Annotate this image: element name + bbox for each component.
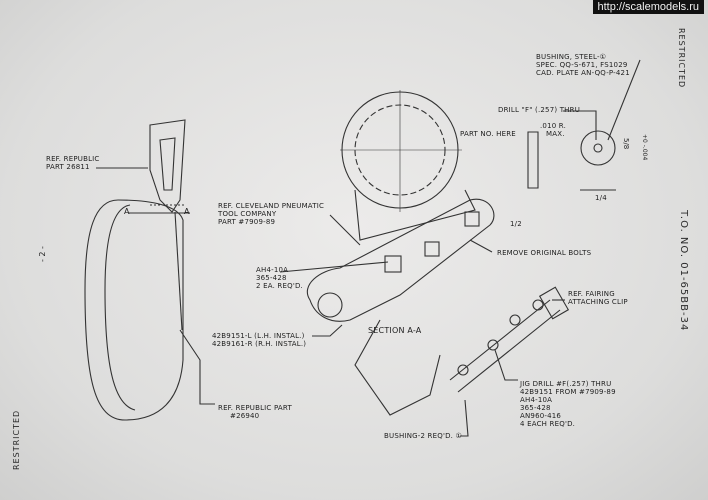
section-marker-left: A — [124, 207, 130, 216]
jig-drill-line6: 4 EACH REQ'D. — [520, 420, 576, 428]
leader-cleveland — [329, 214, 361, 246]
jig-drill-line5: AN960-416 — [520, 412, 562, 420]
clip-bolt-2 — [487, 339, 499, 351]
section-a-a-label: SECTION A-A — [368, 326, 422, 335]
bolt-3 — [464, 211, 480, 227]
strut-top — [149, 119, 186, 213]
clip-bolt-4 — [532, 299, 544, 311]
remove-original-bolts: REMOVE ORIGINAL BOLTS — [497, 249, 592, 257]
bushing-outer — [580, 130, 616, 166]
clip-bolt-1 — [457, 364, 469, 376]
page-number: - 2 - — [38, 246, 47, 262]
lower-bracket — [354, 319, 441, 416]
watermark: http://scalemodels.ru — [592, 0, 704, 14]
clip-plate — [538, 286, 570, 320]
bushing-spec-line3: CAD. PLATE AN-QQ-P-421 — [536, 69, 630, 77]
ref-republic-part-line1: REF. REPUBLIC — [46, 155, 100, 163]
bushing-spec-line2: SPEC. QQ-S-671, FS1029 — [536, 61, 628, 69]
bracket-hole — [317, 292, 343, 318]
leader-ah4 — [279, 261, 389, 273]
ah4-callout-line3: 2 EA. REQ'D. — [256, 282, 303, 290]
section-marker-right: A — [184, 207, 190, 216]
jig-drill-line1: JIG DRILL #F(.257) THRU — [520, 380, 612, 388]
jig-drill-line2: 42B9151 FROM #7909-89 — [520, 388, 616, 396]
radius-note-line2: MAX. — [546, 130, 565, 138]
leader-bushing — [460, 399, 469, 437]
leader-partno — [312, 324, 343, 337]
part-number-lh: 42B9151-L (L.H. INSTAL.) — [212, 332, 305, 340]
leader-republic2 — [179, 329, 215, 405]
dim-od-tolerance: +0 -.004 — [641, 134, 648, 161]
ref-fairing-line1: REF. FAIRING — [568, 290, 615, 298]
clip-arm-lower — [457, 309, 561, 393]
clip-bolt-3 — [509, 314, 521, 326]
ah4-callout-line2: 365-428 — [256, 274, 287, 282]
ref-cleveland-line2: TOOL COMPANY — [218, 210, 277, 218]
dim-quarter: 1/4 — [595, 194, 607, 202]
radius-note-line1: .010 R. — [540, 122, 567, 130]
ref-cleveland-line3: PART #7909-89 — [218, 218, 276, 226]
ref-cleveland-line1: REF. CLEVELAND PNEUMATIC — [218, 202, 325, 210]
part-no-here: PART NO. HERE — [460, 130, 516, 138]
strut-detail — [159, 137, 176, 191]
ref-republic-part-line2: PART 26811 — [46, 163, 90, 171]
ref-fairing-line2: ATTACHING CLIP — [568, 298, 628, 306]
leader-drill — [563, 110, 597, 140]
wheel-fairing-outline — [84, 199, 184, 421]
jig-drill-line4: 365-428 — [520, 404, 551, 412]
leader-jig — [494, 349, 518, 381]
clip-arm-upper — [449, 299, 551, 381]
tech-order-number: T.O. NO. 01-65BB-34 — [678, 210, 689, 332]
dim-od: 5/8 — [622, 138, 630, 150]
drill-note: DRILL "F" (.257) THRU — [498, 106, 581, 114]
bushing-side — [527, 131, 539, 189]
jig-drill-line3: AH4-10A — [520, 396, 553, 404]
dim-half: 1/2 — [510, 220, 522, 228]
bolt-2 — [424, 241, 440, 257]
bolt-1 — [384, 255, 402, 273]
leader-bushing-spec — [607, 59, 641, 141]
ref-republic-part2-line2: #26940 — [230, 412, 260, 420]
ah4-callout-line1: AH4-10A — [256, 266, 289, 274]
ref-republic-part2-line1: REF. REPUBLIC PART — [218, 404, 292, 412]
restricted-margin-right: RESTRICTED — [677, 28, 686, 89]
wheel-inner-line — [104, 204, 136, 411]
leader-remove — [469, 239, 493, 253]
bushing-hole — [593, 143, 603, 153]
bushing-required: BUSHING-2 REQ'D. ① — [384, 432, 462, 440]
bracket-top — [354, 189, 476, 241]
strut-line — [174, 211, 183, 331]
part-number-rh: 42B9161-R (R.H. INSTAL.) — [212, 340, 307, 348]
bushing-spec-line1: BUSHING, STEEL-① — [536, 53, 607, 61]
restricted-margin-left: RESTRICTED — [12, 409, 21, 470]
bracket-plate — [307, 198, 495, 322]
